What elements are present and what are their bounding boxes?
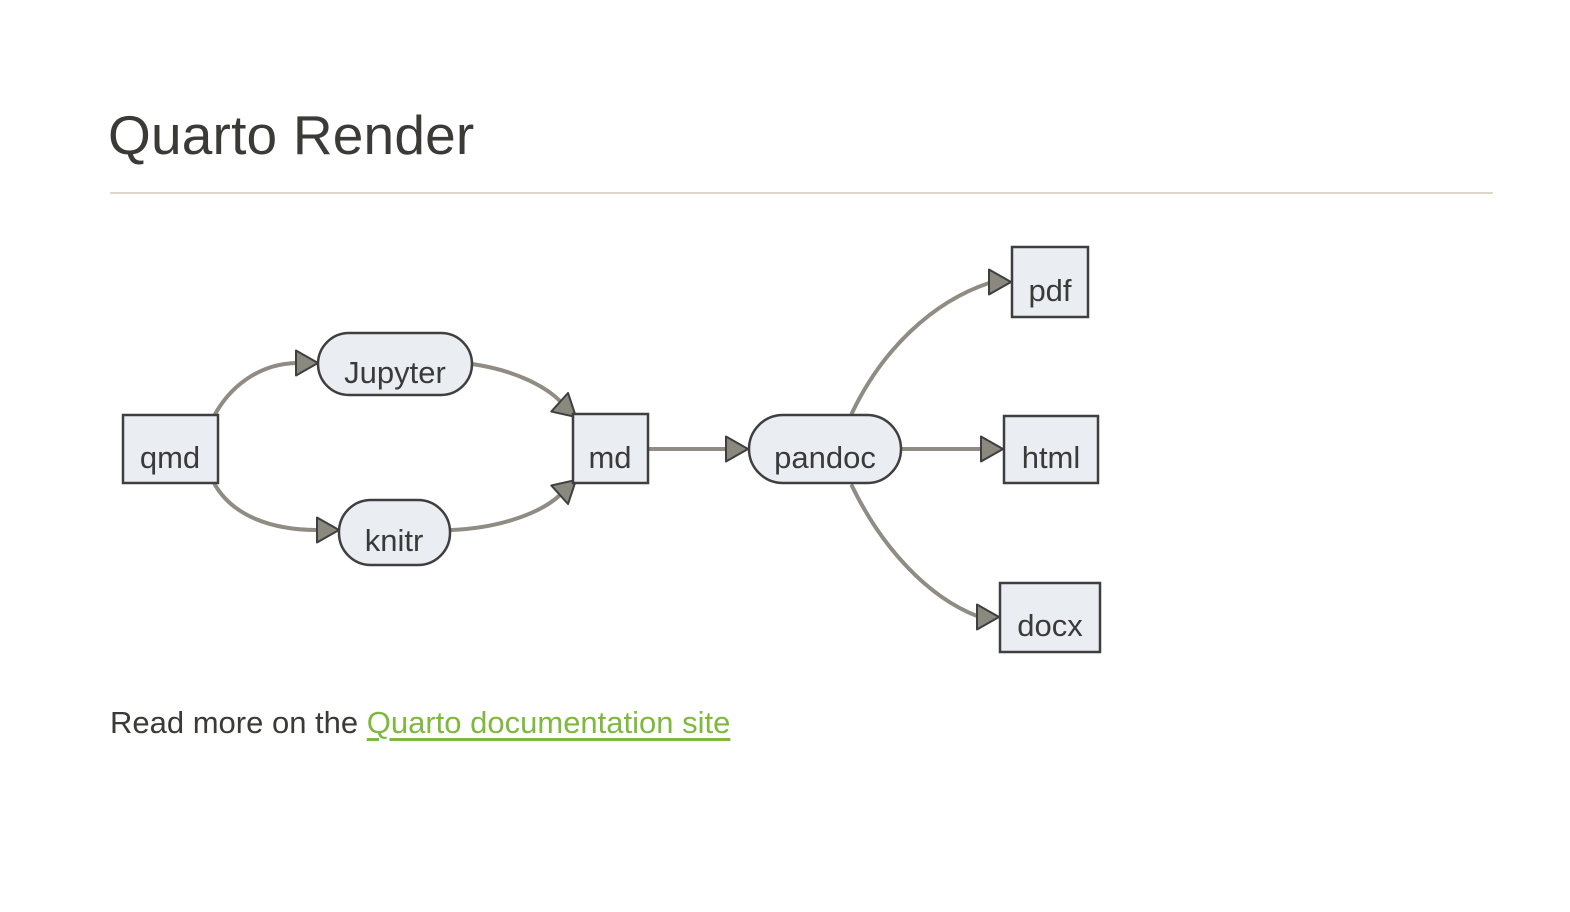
node-jupyter-label: Jupyter	[344, 355, 446, 390]
node-knitr: knitr	[337, 498, 452, 567]
node-docx: docx	[998, 581, 1102, 654]
arrowhead-pandoc-to-docx	[976, 603, 1000, 631]
node-docx-shape	[998, 581, 1102, 654]
node-docx-label: docx	[1017, 608, 1083, 643]
arrowhead-pandoc-to-pdf	[988, 268, 1012, 296]
edge-qmd-to-jupyter	[212, 361, 298, 418]
arrowhead-qmd-to-knitr	[316, 516, 340, 544]
edge-knitr-to-md	[449, 493, 562, 532]
page-title: Quarto Render	[108, 104, 475, 166]
node-pandoc-label: pandoc	[774, 440, 876, 475]
arrowhead-jupyter-to-md	[550, 391, 577, 418]
arrowhead-md-to-pandoc	[725, 435, 749, 463]
node-pdf: pdf	[1010, 245, 1090, 319]
edge-qmd-to-knitr	[212, 481, 319, 532]
flowchart-edges	[212, 268, 1012, 631]
node-html: html	[1002, 414, 1100, 485]
node-knitr-shape	[337, 498, 452, 567]
arrowhead-knitr-to-md	[550, 479, 577, 506]
node-md-shape	[571, 412, 650, 485]
read-more-text: Read more on the	[110, 705, 367, 740]
node-knitr-label: knitr	[365, 523, 424, 558]
flowchart-nodes: qmd Jupyter knitr md pandoc pdf	[121, 245, 1102, 654]
quarto-documentation-link[interactable]: Quarto documentation site	[366, 705, 731, 740]
node-md: md	[571, 412, 650, 485]
arrowhead-qmd-to-jupyter	[295, 349, 319, 377]
node-pandoc: pandoc	[747, 413, 903, 485]
node-jupyter-shape	[316, 331, 474, 397]
node-pandoc-shape	[747, 413, 903, 485]
read-more-paragraph: Read more on the Quarto documentation si…	[110, 703, 730, 743]
node-html-label: html	[1022, 440, 1081, 475]
node-qmd: qmd	[121, 413, 220, 485]
node-pdf-shape	[1010, 245, 1090, 319]
node-qmd-shape	[121, 413, 220, 485]
node-qmd-label: qmd	[140, 440, 200, 475]
edge-pandoc-to-pdf	[850, 281, 991, 415]
node-pdf-label: pdf	[1028, 273, 1071, 308]
node-html-shape	[1002, 414, 1100, 485]
arrowhead-pandoc-to-html	[980, 435, 1004, 463]
edge-jupyter-to-md	[470, 362, 562, 403]
node-jupyter: Jupyter	[316, 331, 474, 397]
edge-pandoc-to-docx	[850, 484, 979, 618]
node-md-label: md	[588, 440, 631, 475]
title-divider	[110, 192, 1493, 194]
